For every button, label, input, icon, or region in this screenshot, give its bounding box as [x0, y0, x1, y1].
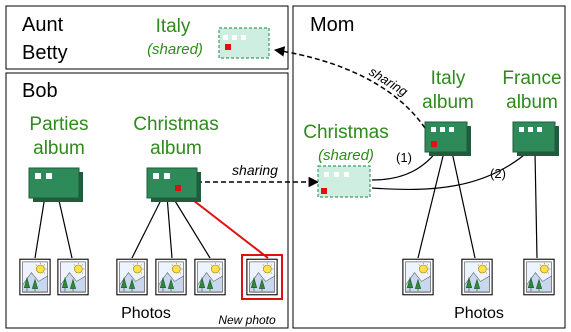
- bob-parties-photo-2[interactable]: [57, 258, 89, 296]
- bob-photos-label: Photos: [121, 305, 171, 322]
- sharing-arrow-top: [273, 46, 426, 129]
- bob-christmas-album[interactable]: [146, 167, 201, 202]
- bob-name: Bob: [22, 80, 58, 102]
- mom-photos-label: Photos: [454, 305, 504, 322]
- bob-christmas-photo-3[interactable]: [194, 258, 226, 296]
- mom-france-photo-1[interactable]: [523, 258, 555, 296]
- mom-italy-photo-1[interactable]: [402, 258, 434, 296]
- bob-new-photo[interactable]: [241, 254, 283, 300]
- bob-new-photo-label: New photo: [218, 313, 276, 327]
- mom-edge-label-1: (1): [396, 150, 412, 165]
- bob-christmas-photo-2[interactable]: [155, 258, 187, 296]
- mom-christmas-shared-label-line2: (shared): [318, 147, 374, 164]
- mom-italy-album-label-line2: album: [422, 92, 474, 113]
- sharing-label-mid: sharing: [232, 162, 278, 178]
- bob-christmas-album-label-line1: Christmas: [133, 114, 219, 135]
- mom-italy-album[interactable]: [424, 121, 471, 156]
- mom-france-album-label-line1: France: [502, 68, 561, 89]
- mom-edge-label-2: (2): [490, 166, 506, 181]
- mom-france-album-label-line2: album: [506, 92, 558, 113]
- bob-parties-album-label-line1: Parties: [29, 114, 88, 135]
- bob-parties-album[interactable]: [28, 167, 83, 202]
- aunt-betty-name-line2: Betty: [22, 42, 68, 64]
- mom-name: Mom: [310, 14, 354, 36]
- mom-christmas-shared-label-line1: Christmas: [303, 122, 389, 143]
- mom-italy-photo-2[interactable]: [461, 258, 493, 296]
- mom-italy-album-label-line1: Italy: [431, 68, 466, 89]
- aunt-betty-name-line1: Aunt: [22, 14, 64, 36]
- bob-parties-album-label-line2: album: [33, 138, 85, 159]
- bob-parties-photo-1[interactable]: [19, 258, 51, 296]
- mom-france-album[interactable]: [512, 121, 559, 156]
- aunt-betty-italy-shared-album[interactable]: [218, 27, 270, 59]
- aunt-betty-album-label-line1: Italy: [156, 16, 191, 37]
- bob-christmas-album-label-line2: album: [150, 138, 202, 159]
- bob-christmas-photo-1[interactable]: [116, 258, 148, 296]
- mom-christmas-shared-album[interactable]: [317, 165, 371, 198]
- aunt-betty-album-label-line2: (shared): [147, 41, 203, 58]
